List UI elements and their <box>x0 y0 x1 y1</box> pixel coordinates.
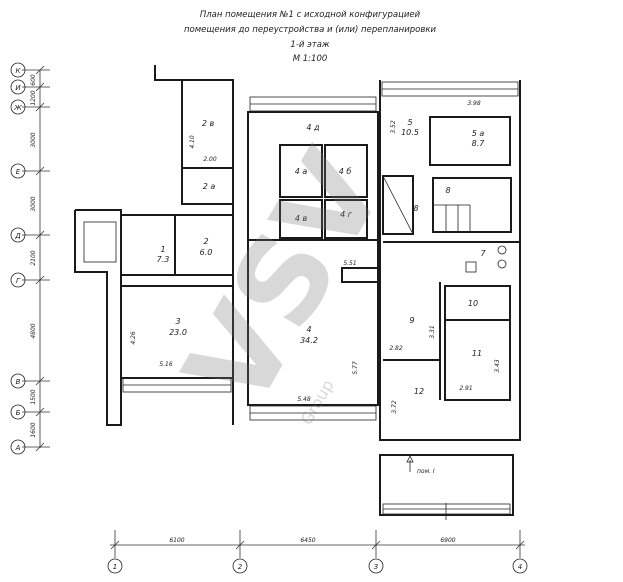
room-12-dim-1: 3.72 <box>391 400 398 414</box>
spacing-e-d: 3000 <box>30 196 37 211</box>
axis-number-3: 3 <box>374 563 378 571</box>
spacing-v-b: 1500 <box>30 389 37 404</box>
room-labels: 2 в 4.10 2.00 2 а 1 7.3 2 6.0 3 23.0 4.2… <box>130 100 501 475</box>
room-2-area: 6.0 <box>200 248 213 257</box>
room-11-dim-2: 2.91 <box>459 385 472 392</box>
spacing-zh-e: 3000 <box>30 132 37 147</box>
spacing-b-a: 1600 <box>30 422 37 437</box>
axis-number-1: 1 <box>113 563 117 571</box>
axis-letter-d: Д <box>14 232 21 240</box>
room-3-dim-2: 5.16 <box>159 361 173 368</box>
room-5a-area: 8.7 <box>472 139 486 148</box>
spacing-2-3: 6450 <box>300 537 315 544</box>
number-axis: 1 2 3 4 6100 6450 6900 <box>107 530 528 574</box>
room-3-label: 3 <box>175 317 180 326</box>
entrance-label: пом. I <box>417 468 435 475</box>
spacing-k-i: 600 <box>30 74 37 86</box>
axis-letter-v: В <box>16 378 21 386</box>
axis-letter-e: Е <box>16 168 21 176</box>
plan-title: План помещения №1 с исходной конфигураци… <box>184 10 437 64</box>
room-2a-label: 2 а <box>203 182 216 191</box>
room-4-dim-3: 5.48 <box>297 396 311 403</box>
room-9-dim-1: 2.82 <box>389 345 403 352</box>
walls-right-wing <box>379 80 521 520</box>
room-8-label: 8 <box>413 204 418 213</box>
walls-central <box>247 96 379 421</box>
axis-number-4: 4 <box>518 563 522 571</box>
room-11-label: 11 <box>472 349 482 358</box>
room-5-dim-1: 3.52 <box>390 120 397 134</box>
room-2-label: 2 <box>203 237 208 246</box>
room-4g-label: 4 г <box>340 210 353 219</box>
room-5a-label: 5 а <box>472 129 485 138</box>
spacing-g-v: 4800 <box>30 323 37 338</box>
room-1-label: 1 <box>160 245 165 254</box>
room-4b-label: 4 б <box>339 167 352 176</box>
room-2b-label: 2 в <box>202 119 215 128</box>
axis-letter-a: А <box>15 444 21 452</box>
room-3-dim-1: 4.26 <box>130 331 137 345</box>
axis-letter-g: Г <box>16 277 21 285</box>
axis-letter-k: К <box>16 67 22 75</box>
letter-axis-bubbles: К И Ж Е Д Г В Б А <box>10 62 26 455</box>
axis-number-2: 2 <box>238 563 243 571</box>
room-9-dim-2: 3.31 <box>429 325 436 338</box>
room-2b-dim-2: 2.00 <box>203 156 217 163</box>
walls-left-wing <box>74 65 234 426</box>
title-line-3: 1-й этаж <box>290 40 330 50</box>
room-5-dim-2: 3.98 <box>467 100 481 107</box>
room-4d-label: 4 д <box>306 123 320 132</box>
room-12-label: 12 <box>414 387 424 396</box>
room-7-label: 7 <box>480 249 486 258</box>
room-9-label: 9 <box>409 316 414 325</box>
room-5-label: 5 <box>407 118 412 127</box>
room-4-label: 4 <box>306 325 311 334</box>
letter-axis-spacings: 600 1200 3000 3000 2100 4800 1500 1600 <box>30 74 37 438</box>
room-4-area: 34.2 <box>300 336 318 345</box>
letter-axis-lines <box>22 65 50 452</box>
axis-letter-zh: Ж <box>13 104 22 112</box>
title-line-1: План помещения №1 с исходной конфигураци… <box>200 10 421 20</box>
room-10-label: 10 <box>468 299 478 308</box>
title-line-4: М 1:100 <box>293 54 328 64</box>
room-3-area: 23.0 <box>169 328 187 337</box>
room-8-stair-label: 8 <box>445 186 450 195</box>
axis-letter-i: И <box>15 84 21 92</box>
room-1-area: 7.3 <box>157 255 170 264</box>
room-4v-label: 4 в <box>295 214 308 223</box>
title-line-2: помещения до переустройства и (или) пере… <box>184 25 437 35</box>
room-5-area: 10.5 <box>401 128 419 137</box>
room-2b-dim-1: 4.10 <box>189 135 196 149</box>
room-11-dim-1: 3.43 <box>494 359 501 373</box>
room-4-dim-1: 5.51 <box>343 260 356 267</box>
spacing-3-4: 6900 <box>440 537 455 544</box>
spacing-1-2: 6100 <box>169 537 184 544</box>
axis-letter-b: Б <box>16 409 21 417</box>
spacing-d-g: 2100 <box>30 250 37 265</box>
room-4-dim-2: 5.77 <box>352 361 359 375</box>
spacing-i-zh: 1200 <box>30 90 37 105</box>
room-4a-label: 4 а <box>295 167 308 176</box>
